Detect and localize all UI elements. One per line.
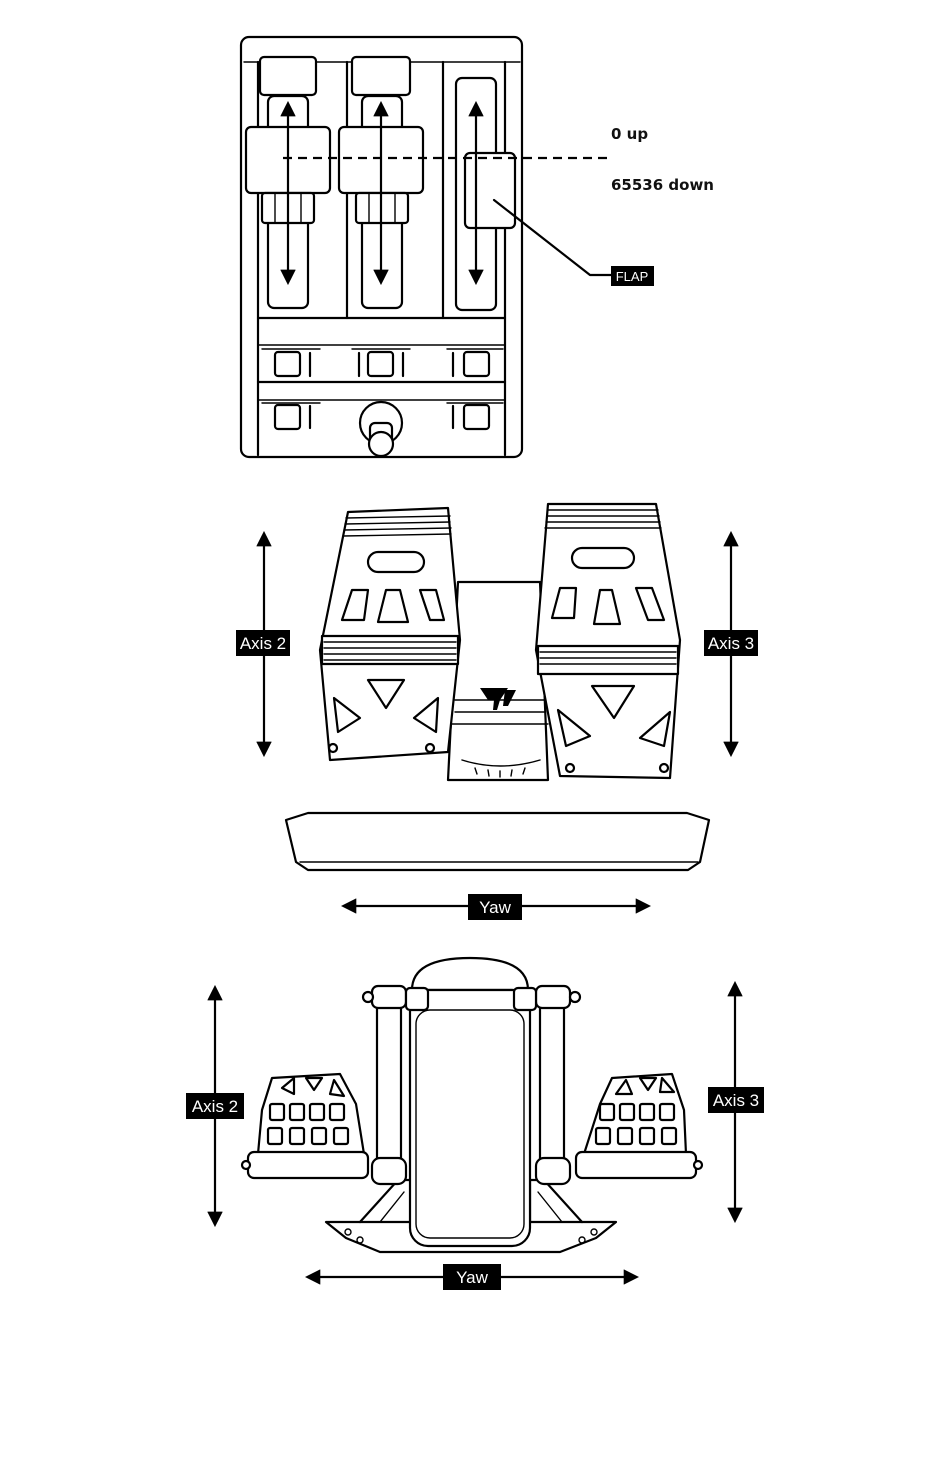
- toggle-switch-1[interactable]: [262, 349, 320, 376]
- axis-2-label-box: Axis 2: [236, 630, 290, 656]
- toggle-switch-4[interactable]: [262, 403, 320, 429]
- rudder-pedals-side: Axis 2 Axis 3 Yaw: [186, 958, 764, 1290]
- flap-lever[interactable]: [465, 153, 515, 228]
- toggle-switch-2[interactable]: [352, 349, 410, 376]
- side-axis-2-label-box: Axis 2: [186, 1093, 244, 1119]
- side-yaw-label: Yaw: [456, 1268, 489, 1287]
- toggle-switch-3[interactable]: [447, 349, 503, 376]
- rudder-pedals-front: Axis 2 Axis 3 Yaw: [236, 504, 758, 920]
- side-handle: [412, 958, 528, 990]
- flap-label-box: FLAP: [611, 266, 654, 286]
- left-pedal[interactable]: [320, 508, 460, 760]
- left-side-pedal[interactable]: [242, 1074, 368, 1178]
- left-pendulum-arm: [377, 994, 401, 1174]
- yaw-label-box: Yaw: [468, 894, 522, 920]
- right-pedal[interactable]: [536, 504, 680, 778]
- side-central-body: [410, 990, 530, 1246]
- right-pendulum-arm: [540, 994, 564, 1174]
- side-axis-2-label: Axis 2: [192, 1097, 238, 1116]
- center-housing: [448, 582, 548, 780]
- side-axis-3-label-box: Axis 3: [708, 1087, 764, 1113]
- bottom-value-label: 65536 down: [611, 176, 714, 194]
- side-yaw-label-box: Yaw: [443, 1264, 501, 1290]
- flap-label: FLAP: [616, 269, 649, 284]
- axis-2-label: Axis 2: [240, 634, 286, 653]
- axis-3-label-box: Axis 3: [704, 630, 758, 656]
- yaw-label: Yaw: [479, 898, 512, 917]
- top-value-label: 0 up: [611, 125, 648, 143]
- axis-3-label: Axis 3: [708, 634, 754, 653]
- side-axis-3-label: Axis 3: [713, 1091, 759, 1110]
- throttle-quadrant: 0 up 65536 down FLAP: [241, 37, 714, 457]
- right-side-pedal[interactable]: [576, 1074, 702, 1178]
- hat-joystick[interactable]: [360, 402, 402, 456]
- toggle-switch-5[interactable]: [447, 403, 503, 429]
